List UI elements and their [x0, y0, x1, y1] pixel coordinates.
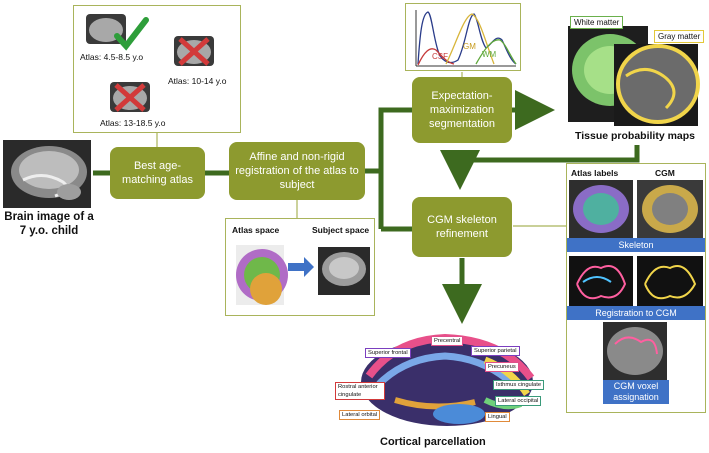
input-brain-image	[3, 140, 91, 208]
region-lateral-occipital: Lateral occipital	[495, 396, 542, 406]
region-superior-frontal: Superior frontal	[365, 348, 411, 358]
brain-mri-icon	[3, 140, 91, 208]
region-precentral: Precentral	[431, 336, 464, 346]
em-segmentation-node[interactable]: Expectation-maximization segmentation	[412, 77, 512, 143]
tissue-maps: White matter Gray matter	[566, 12, 705, 130]
registration-brains	[236, 245, 370, 305]
region-precuneus: Precuneus	[485, 362, 519, 372]
skeleton-bar: Skeleton	[567, 238, 705, 252]
atlas-space-label: Atlas space	[232, 225, 280, 235]
cgm-title: CGM	[655, 168, 675, 178]
cgm-thumbnails	[569, 180, 703, 380]
hist-wm-label: WM	[482, 50, 497, 59]
parcellation-figure: Superior frontal Precentral Superior par…	[335, 330, 557, 430]
region-superior-parietal: Superior parietal	[471, 346, 520, 356]
registration-cgm-bar: Registration to CGM	[567, 306, 705, 320]
cgm-refinement-node[interactable]: CGM skeleton refinement	[412, 197, 512, 257]
atlas-choice-3: Atlas: 13-18.5 y.o	[100, 118, 166, 128]
input-caption: Brain image of a 7 y.o. child	[4, 211, 94, 237]
region-isthmus: Isthmus cingulate	[493, 380, 545, 390]
atlas-choice-1: Atlas: 4.5-8.5 y.o	[80, 52, 144, 62]
hist-csf-label: CSF	[432, 52, 448, 61]
registration-node[interactable]: Affine and non-rigid registration of the…	[229, 142, 365, 200]
hist-gm-label: GM	[463, 42, 476, 51]
atlas-thumbnails	[86, 14, 214, 112]
parcellation-caption: Cortical parcellation	[380, 436, 486, 448]
parcellation-brain	[361, 333, 535, 426]
tissue-brains	[568, 26, 700, 126]
region-rostral-anterior: Rostral anterior cingulate	[335, 382, 385, 400]
atlas-labels-title: Atlas labels	[571, 168, 619, 178]
registration-inset: Atlas space Subject space	[225, 218, 375, 316]
atlas-choice-2: Atlas: 10-14 y.o	[168, 76, 227, 86]
white-matter-label: White matter	[570, 16, 624, 29]
gray-matter-label: Gray matter	[654, 30, 705, 43]
cgm-panel: Atlas labels CGM Skeleton Registration t…	[566, 163, 706, 413]
region-lingual: Lingual	[485, 412, 510, 422]
best-atlas-node[interactable]: Best age-matching atlas	[110, 147, 205, 199]
histogram-panel: CSF GM WM	[405, 3, 521, 71]
region-lateral-orbital: Lateral orbital	[339, 410, 381, 420]
tissue-caption: Tissue probability maps	[575, 130, 696, 142]
tissue-histogram	[415, 10, 517, 67]
voxel-assignation-bar: CGM voxel assignation	[603, 380, 669, 404]
atlas-choice-panel: Atlas: 4.5-8.5 y.o Atlas: 10-14 y.o Atla…	[73, 5, 241, 133]
subject-space-label: Subject space	[312, 225, 370, 235]
